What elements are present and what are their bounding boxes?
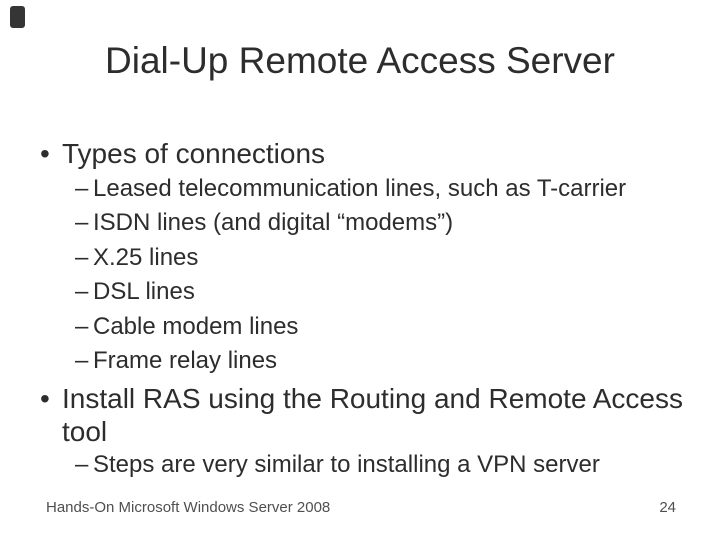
sub-bullet-text: Leased telecommunication lines, such as … — [93, 175, 627, 202]
sub-bullet-item: –Frame relay lines — [75, 344, 626, 378]
sub-bullet-item: –DSL lines — [75, 275, 626, 309]
dash-bullet-icon: – — [75, 175, 89, 202]
dash-bullet-icon: – — [75, 243, 89, 271]
sub-bullet-list-install: –Steps are very similar to installing a … — [75, 450, 600, 480]
dash-bullet-icon: – — [75, 278, 89, 306]
sub-bullet-text: ISDN lines (and digital “modems”) — [93, 209, 454, 237]
sub-bullet-item: –ISDN lines (and digital “modems”) — [75, 206, 626, 240]
bullet-item-types: • Types of connections — [40, 137, 325, 170]
sub-bullet-text: Cable modem lines — [93, 312, 299, 340]
dash-bullet-icon: – — [75, 347, 89, 375]
sub-bullet-text: DSL lines — [93, 278, 195, 306]
dash-bullet-icon: – — [75, 209, 89, 237]
bullet-item-install-ras: • Install RAS using the Routing and Remo… — [40, 382, 720, 448]
sub-bullet-list-connections: –Leased telecommunication lines, such as… — [75, 172, 626, 378]
dash-bullet-icon: – — [75, 312, 89, 340]
footer-page-number: 24 — [659, 499, 676, 516]
bullet-text: Types of connections — [62, 138, 326, 169]
footer-course-title: Hands-On Microsoft Windows Server 2008 — [46, 499, 331, 516]
dash-bullet-icon: – — [75, 451, 89, 478]
slide-title: Dial-Up Remote Access Server — [105, 40, 615, 81]
bullet-icon: • — [40, 138, 50, 169]
sub-bullet-item: –Leased telecommunication lines, such as… — [75, 172, 626, 206]
bullet-icon: • — [40, 383, 50, 414]
sub-bullet-text: Steps are very similar to installing a V… — [93, 451, 600, 478]
slide-corner-marker-icon — [10, 6, 25, 28]
sub-bullet-text: X.25 lines — [93, 243, 199, 271]
sub-bullet-item: –Cable modem lines — [75, 310, 626, 344]
bullet-text: Install RAS using the Routing and Remote… — [62, 383, 684, 447]
sub-bullet-item: –X.25 lines — [75, 241, 626, 275]
sub-bullet-text: Frame relay lines — [93, 347, 278, 375]
sub-bullet-item: –Steps are very similar to installing a … — [75, 450, 600, 480]
